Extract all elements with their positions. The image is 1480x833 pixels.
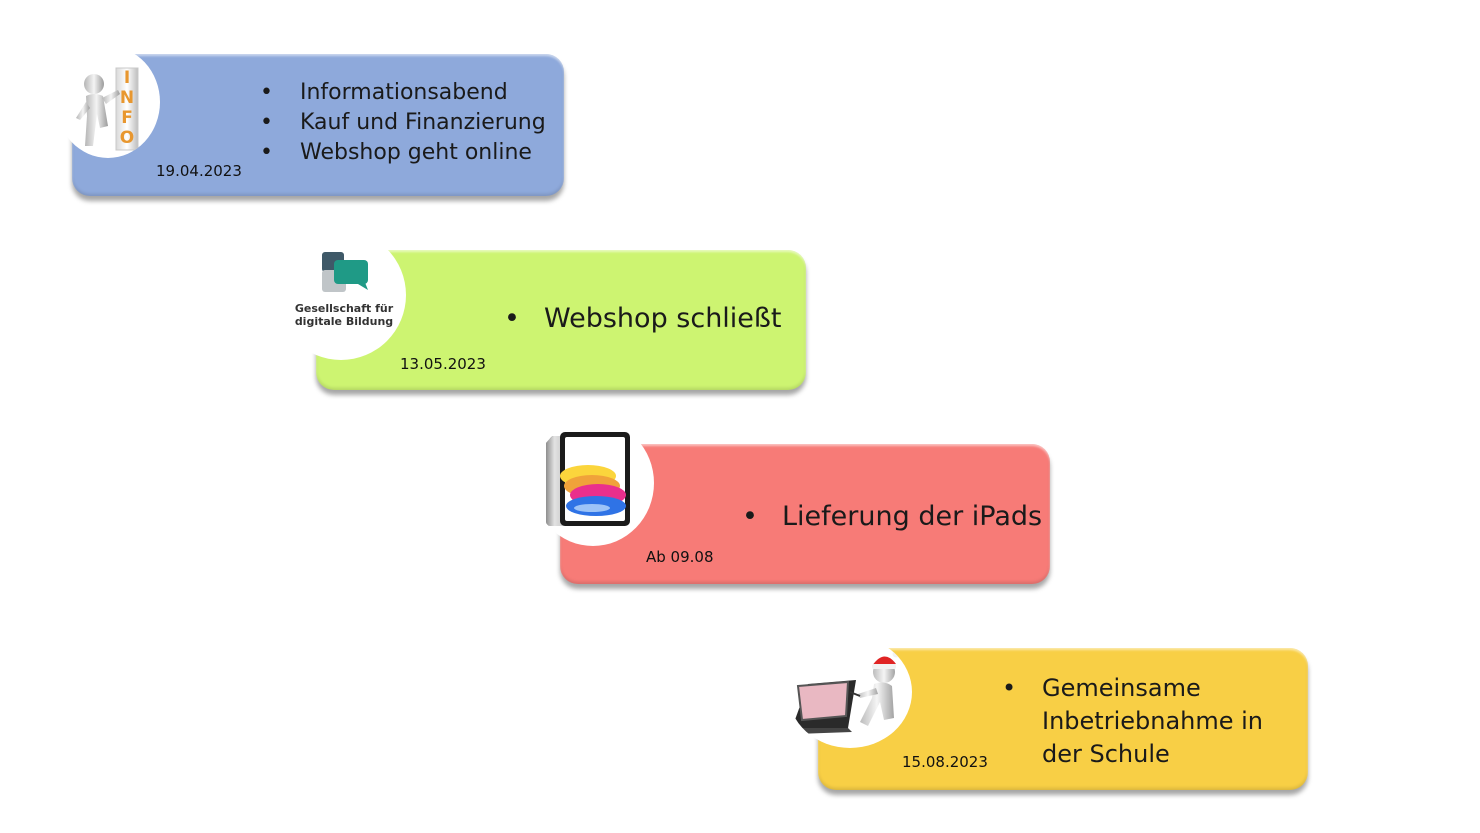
milestone-2-date: 13.05.2023 (400, 355, 486, 373)
milestone-3-item-1: Lieferung der iPads (738, 500, 1042, 534)
milestone-1-item-1: Informationsabend (256, 78, 546, 108)
milestone-3-date: Ab 09.08 (646, 548, 714, 566)
milestone-4-items: Gemeinsame Inbetriebnahme in der Schule (998, 672, 1288, 771)
milestone-4-item-1: Gemeinsame Inbetriebnahme in der Schule (998, 672, 1288, 771)
milestone-3-items: Lieferung der iPads (738, 500, 1042, 534)
milestone-1-item-3: Webshop geht online (256, 138, 546, 168)
figure-with-tablet-icon (788, 636, 912, 748)
milestone-2-item-1: Webshop schließt (500, 302, 782, 336)
milestone-2-items: Webshop schließt (500, 302, 782, 336)
gdb-logo-text: Gesellschaft für digitale Bildung (294, 302, 394, 328)
info-letters: I N F O (119, 68, 135, 148)
milestone-1-date: 19.04.2023 (156, 162, 242, 180)
info-figure-icon: I N F O (56, 46, 160, 158)
milestone-4-date: 15.08.2023 (902, 753, 988, 771)
milestone-1-item-2: Kauf und Finanzierung (256, 108, 546, 138)
ipad-icon (532, 420, 654, 546)
gdb-logo-icon: Gesellschaft für digitale Bildung (276, 230, 406, 360)
milestone-card-1: Informationsabend Kauf und Finanzierung … (72, 54, 564, 196)
milestone-1-items: Informationsabend Kauf und Finanzierung … (256, 78, 546, 168)
